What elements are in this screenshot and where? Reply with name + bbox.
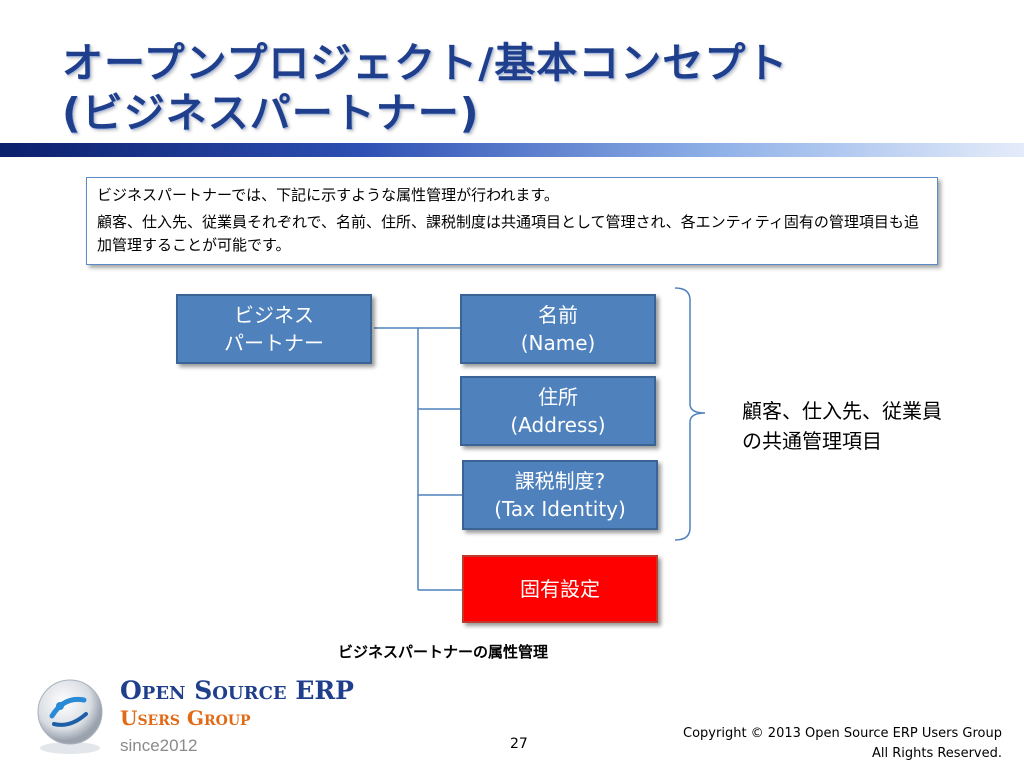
node-address-line1: 住所: [538, 385, 578, 409]
logo-text-since: since2012: [120, 736, 198, 755]
node-business-partner-line2: パートナー: [224, 331, 324, 355]
copyright-line-1: Copyright © 2013 Open Source ERP Users G…: [683, 726, 1002, 741]
node-custom-settings-line1: 固有設定: [520, 577, 600, 601]
node-name: 名前 (Name): [460, 294, 656, 364]
slide-title: オープンプロジェクト/基本コンセプト (ビジネスパートナー): [62, 38, 1002, 138]
node-business-partner: ビジネス パートナー: [176, 294, 372, 364]
node-business-partner-line1: ビジネス: [234, 303, 314, 327]
node-address: 住所 (Address): [460, 376, 656, 446]
page-number: 27: [510, 736, 528, 752]
node-tax-identity: 課税制度? (Tax Identity): [462, 460, 658, 530]
connector-trunk: [374, 327, 419, 590]
description-line-1: ビジネスパートナーでは、下記に示すような属性管理が行われます。: [97, 186, 559, 204]
title-gradient-bar: [0, 143, 1024, 157]
brace-bracket: [674, 287, 706, 541]
node-tax-identity-line2: (Tax Identity): [494, 497, 626, 521]
copyright-line-2: All Rights Reserved.: [871, 746, 1002, 761]
description-box: ビジネスパートナーでは、下記に示すような属性管理が行われます。 顧客、仕入先、従…: [86, 177, 938, 265]
brace-label: 顧客、仕入先、従業員の共通管理項目: [742, 399, 942, 453]
diagram-caption: ビジネスパートナーの属性管理: [338, 643, 549, 661]
osserp-logo-icon: [37, 679, 103, 754]
copyright-notice: Copyright © 2013 Open Source ERP Users G…: [683, 724, 1002, 764]
title-line-2: (ビジネスパートナー): [62, 89, 480, 137]
logo-text-open-source-erp: Open Source ERP: [120, 676, 354, 705]
node-address-line2: (Address): [510, 413, 606, 437]
title-line-1: オープンプロジェクト/基本コンセプト: [62, 39, 789, 87]
description-line-2: 顧客、仕入先、従業員それぞれで、名前、住所、課税制度は共通項目として管理され、各…: [97, 213, 919, 254]
node-tax-identity-line1: 課税制度?: [514, 469, 606, 493]
node-name-line2: (Name): [520, 331, 596, 355]
node-name-line1: 名前: [538, 303, 578, 327]
logo-text-users-group: Users Group: [120, 706, 251, 730]
node-custom-settings: 固有設定: [462, 555, 658, 623]
